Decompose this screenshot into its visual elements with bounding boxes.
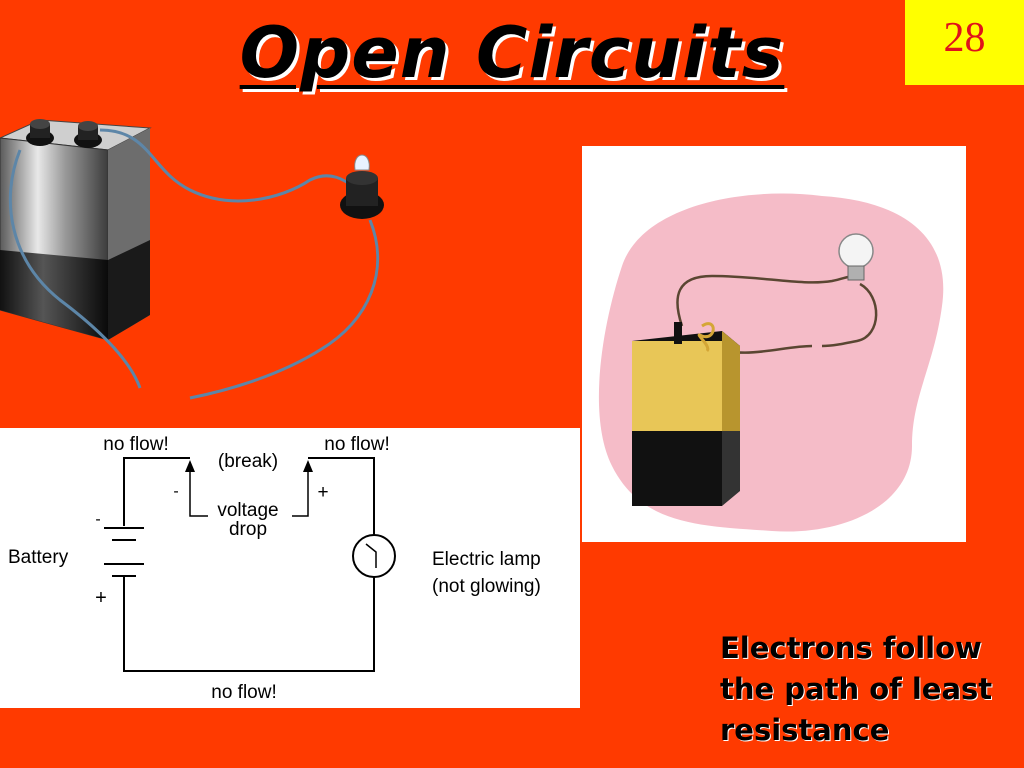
voltage-plus-label: +	[317, 482, 328, 503]
lamp-label: Electric lamp	[432, 549, 541, 570]
no-flow-label-top-left: no flow!	[103, 434, 168, 455]
wire-top-left	[123, 457, 190, 526]
lamp-filament	[365, 543, 377, 568]
page-number: 28	[943, 15, 986, 61]
voltage-arrow-right	[292, 468, 309, 517]
caption-line: resistance	[720, 713, 890, 747]
voltage-arrow-left	[189, 468, 208, 517]
break-label: (break)	[218, 451, 278, 472]
lamp-status-label: (not glowing)	[432, 576, 541, 597]
no-flow-label-bottom: no flow!	[211, 682, 276, 703]
voltage-label: voltage	[217, 500, 278, 521]
wire-top-right	[308, 457, 375, 536]
caption: Electrons follow the path of least resis…	[720, 628, 1020, 751]
slide-title: Open Circuits	[239, 12, 785, 94]
caption-line: the path of least	[720, 672, 993, 706]
caption-line: Electrons follow	[720, 631, 982, 665]
lamp-symbol	[352, 534, 396, 578]
page-number-badge: 28	[905, 0, 1024, 85]
voltage-minus-label: -	[173, 483, 178, 500]
battery-plus-label: +	[95, 587, 107, 609]
drop-label: drop	[229, 519, 267, 540]
battery-minus-label: -	[95, 511, 100, 528]
wire-bottom	[123, 576, 375, 672]
battery-bulb-photo	[0, 119, 384, 400]
battery-bulb-illustration	[582, 146, 966, 542]
no-flow-label-top-right: no flow!	[324, 434, 389, 455]
battery-label: Battery	[8, 547, 69, 568]
open-circuit-schematic: no flow! no flow! (break) - + voltage dr…	[0, 428, 580, 708]
